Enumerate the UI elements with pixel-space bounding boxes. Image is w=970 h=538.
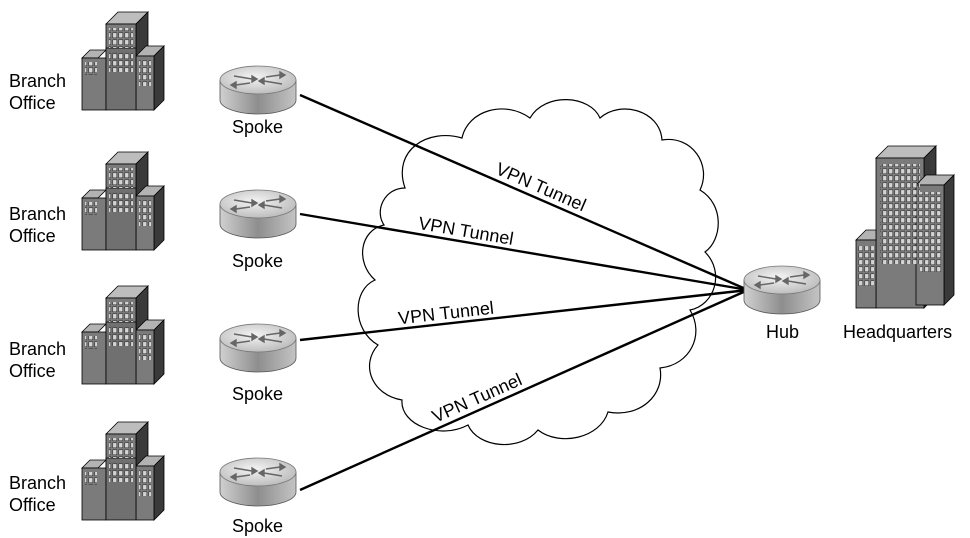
hub-label: Hub [766, 322, 800, 342]
branch-label-line2: Office [9, 361, 56, 381]
branch-building-icon [81, 285, 165, 385]
spoke-label: Spoke [232, 251, 284, 271]
branch-office-label: Branch Office [9, 338, 89, 382]
hub-router-icon [743, 265, 821, 315]
tunnel-line-1 [299, 93, 749, 292]
branch-label-line2: Office [9, 495, 56, 515]
spoke-router-icon [219, 65, 297, 115]
branch-office-label: Branch Office [9, 203, 89, 247]
spoke-router-icon [219, 457, 297, 507]
branch-building-icon [81, 151, 165, 251]
tunnel-line-3 [299, 288, 749, 342]
network-cloud [357, 99, 719, 445]
tunnel-line-4 [299, 288, 749, 492]
branch-label-line1: Branch [9, 204, 67, 224]
spoke-label: Spoke [232, 516, 284, 536]
tunnel-line-2 [299, 212, 749, 292]
spoke-router-icon [219, 323, 297, 373]
spoke-router-icon [219, 189, 297, 239]
branch-label-line1: Branch [9, 339, 67, 359]
branch-office-label: Branch Office [9, 70, 89, 114]
headquarters-building-icon [855, 145, 955, 309]
branch-label-line1: Branch [9, 71, 67, 91]
branch-building-icon [81, 11, 165, 111]
branch-label-line2: Office [9, 93, 56, 113]
branch-label-line1: Branch [9, 473, 67, 493]
headquarters-label: Headquarters [843, 322, 953, 342]
branch-office-label: Branch Office [9, 472, 89, 516]
spoke-label: Spoke [232, 117, 284, 137]
branch-label-line2: Office [9, 226, 56, 246]
branch-building-icon [81, 421, 165, 521]
spoke-label: Spoke [232, 384, 284, 404]
